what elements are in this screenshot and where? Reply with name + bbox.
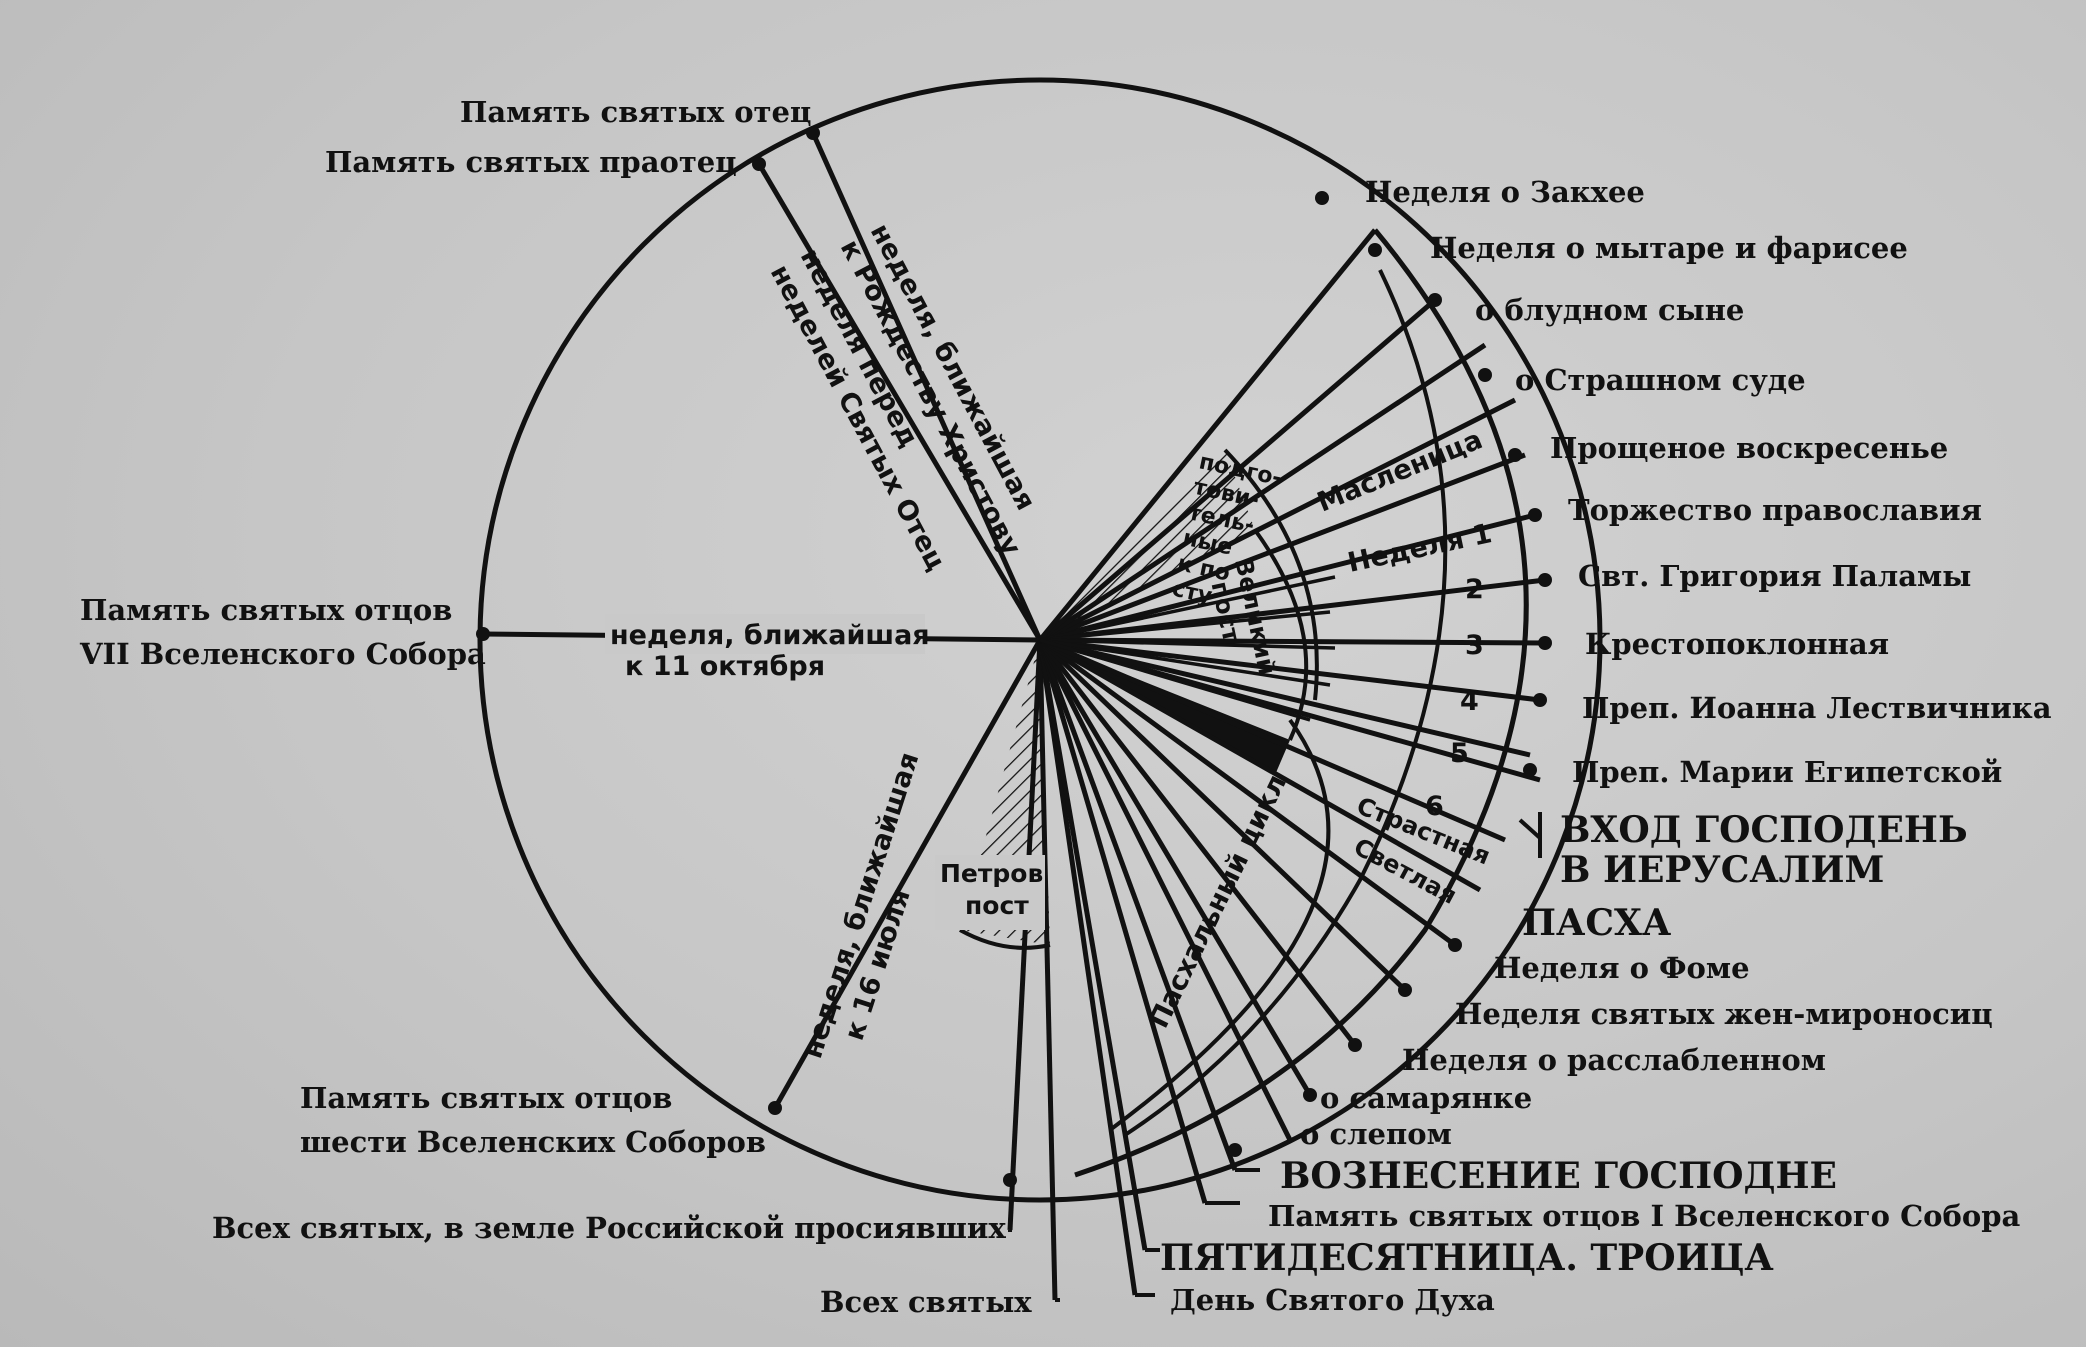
label-six-line2: шести Вселенских Соборов bbox=[300, 1125, 766, 1159]
inner-week-6: 6 bbox=[1425, 791, 1444, 822]
easter-cycle-outer-arc bbox=[1074, 228, 1529, 1178]
inner-week-numbers: Неделя 1 2 3 4 5 6 bbox=[1345, 518, 1495, 822]
label-praotec: Память святых праотец bbox=[325, 145, 737, 179]
inner-oct-line1: неделя, ближайшая bbox=[610, 620, 930, 651]
label-mytar: Неделя о мытаре и фарисее bbox=[1430, 231, 1908, 265]
label-otec: Память святых отец bbox=[460, 95, 811, 129]
circle-dots bbox=[476, 126, 1552, 1187]
label-troica: ПЯТИДЕСЯТНИЦА. ТРОИЦА bbox=[1160, 1237, 1774, 1279]
label-vhod-line2: В ИЕРУСАЛИМ bbox=[1560, 849, 1884, 891]
inner-jul: неделя, ближайшая к 16 июля bbox=[797, 749, 925, 1063]
label-slepom: о слепом bbox=[1300, 1117, 1452, 1151]
extension-ticks bbox=[1008, 812, 1542, 1302]
label-ioann: Преп. Иоанна Лествичника bbox=[1582, 691, 2052, 725]
label-torzh: Торжество православия bbox=[1568, 493, 1982, 527]
inner-week-4: 4 bbox=[1460, 686, 1479, 717]
inner-petrov-line1: Петров bbox=[940, 859, 1043, 888]
inner-petrov: Петров пост bbox=[935, 855, 1045, 930]
label-blud: о блудном сыне bbox=[1475, 293, 1744, 327]
inner-podg: подго- тови- тель- ные к по сту bbox=[1170, 449, 1284, 609]
label-vii-line2: VII Вселенского Собора bbox=[79, 637, 486, 671]
label-six-line1: Память святых отцов bbox=[300, 1081, 672, 1115]
strast-arc bbox=[1108, 718, 1331, 1132]
week-rays bbox=[1039, 575, 1336, 722]
pashal-arc bbox=[1123, 269, 1448, 1137]
label-voznes: ВОЗНЕСЕНИЕ ГОСПОДНЕ bbox=[1280, 1155, 1837, 1197]
label-miron: Неделя святых жен-мироносиц bbox=[1455, 997, 1993, 1031]
maslen-arc bbox=[1223, 448, 1319, 701]
label-i-sobor: Память святых отцов I Вселенского Собора bbox=[1268, 1199, 2020, 1233]
inner-oct-line2: к 11 октября bbox=[625, 651, 825, 682]
label-grigor: Свт. Григория Паламы bbox=[1578, 559, 1971, 593]
label-vhod-line1: ВХОД ГОСПОДЕНЬ bbox=[1560, 809, 1968, 851]
inner-week-1: Неделя 1 bbox=[1345, 518, 1495, 579]
label-rasslab: Неделя о расслабленном bbox=[1402, 1043, 1826, 1077]
label-ross: Всех святых, в земле Российской просиявш… bbox=[212, 1211, 1006, 1245]
label-zakh: Неделя о Закхее bbox=[1365, 175, 1645, 209]
label-proshch: Прощеное воскресенье bbox=[1550, 431, 1948, 465]
label-vseh: Всех святых bbox=[820, 1285, 1032, 1319]
inner-week-3: 3 bbox=[1465, 630, 1484, 661]
label-duh: День Святого Духа bbox=[1170, 1283, 1495, 1317]
label-strash: о Страшном суде bbox=[1515, 363, 1806, 397]
inner-week-5: 5 bbox=[1450, 738, 1469, 769]
label-pasha: ПАСХА bbox=[1522, 902, 1671, 944]
inner-oct: неделя, ближайшая к 11 октября bbox=[605, 614, 930, 682]
label-fome: Неделя о Фоме bbox=[1494, 951, 1750, 985]
petrov-arc bbox=[959, 928, 1051, 950]
label-krest: Крестопоклонная bbox=[1585, 627, 1889, 661]
label-vii-line1: Память святых отцов bbox=[80, 593, 452, 627]
inner-petrov-line2: пост bbox=[965, 891, 1029, 920]
inner-week-2: 2 bbox=[1465, 574, 1484, 605]
label-samar: о самарянке bbox=[1320, 1081, 1532, 1115]
label-maria: Преп. Марии Египетской bbox=[1572, 755, 2002, 789]
